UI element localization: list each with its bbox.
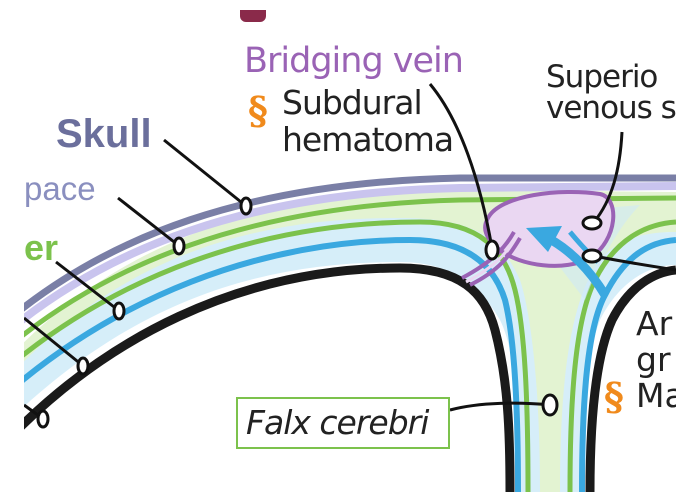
flow-arrow-1 <box>545 234 609 298</box>
skull-label: Skull <box>56 112 152 156</box>
arach-line1: Ar <box>636 304 673 343</box>
bridging-vein-fill <box>465 234 519 284</box>
arach-line2: gr <box>636 340 671 379</box>
arachnoid-granulation-label: Ar gr Ma <box>636 306 676 414</box>
leader-4 <box>24 316 83 367</box>
superior-sinus-label: Superio venous s <box>546 62 676 124</box>
pathology-icon: § <box>604 374 624 419</box>
superior-line2: venous s <box>546 90 676 126</box>
brain-surface <box>24 263 515 492</box>
arachnoid-line-right <box>579 237 676 492</box>
cropped-title-fragment <box>240 10 266 22</box>
superior-line1: Superio <box>546 59 658 95</box>
marker-falx <box>541 393 559 417</box>
dura-band <box>24 190 676 492</box>
leader-mater <box>55 260 119 312</box>
subdural-line2: hematoma <box>282 120 454 159</box>
leader-falx <box>449 401 551 412</box>
leader-bridging <box>428 83 494 249</box>
marker-bridging <box>484 239 500 261</box>
leader-superior <box>592 131 624 223</box>
marker-superior <box>581 215 603 231</box>
marker-skull <box>239 196 253 216</box>
marker-4 <box>76 356 90 376</box>
subdural-hematoma-label: Subdural hematoma <box>282 83 454 159</box>
marker-5 <box>36 409 50 429</box>
bridging-vein-label: Bridging vein <box>244 41 464 81</box>
leader-space <box>117 196 179 247</box>
flow-arrowhead-1 <box>526 226 562 252</box>
leader-arach <box>593 254 676 272</box>
brain-surface-right <box>585 265 676 492</box>
marker-mater <box>112 301 126 321</box>
marker-arach <box>581 248 603 264</box>
pathology-icon: § <box>248 88 268 133</box>
falx-cerebri-label: Falx cerebri <box>246 403 429 442</box>
space-line <box>24 182 676 324</box>
skull-line <box>24 174 676 312</box>
arachnoid-line <box>24 236 521 492</box>
space-label: pace <box>24 170 96 207</box>
leader-skull <box>163 138 247 208</box>
mater-label: er <box>24 227 59 268</box>
marker-space <box>172 236 186 256</box>
dura-inner-line <box>24 219 531 492</box>
dura-inner-line-right <box>567 219 676 492</box>
falx-label-box <box>236 397 450 449</box>
arach-line3: Ma <box>636 376 676 415</box>
subdural-line1: Subdural <box>282 83 423 122</box>
